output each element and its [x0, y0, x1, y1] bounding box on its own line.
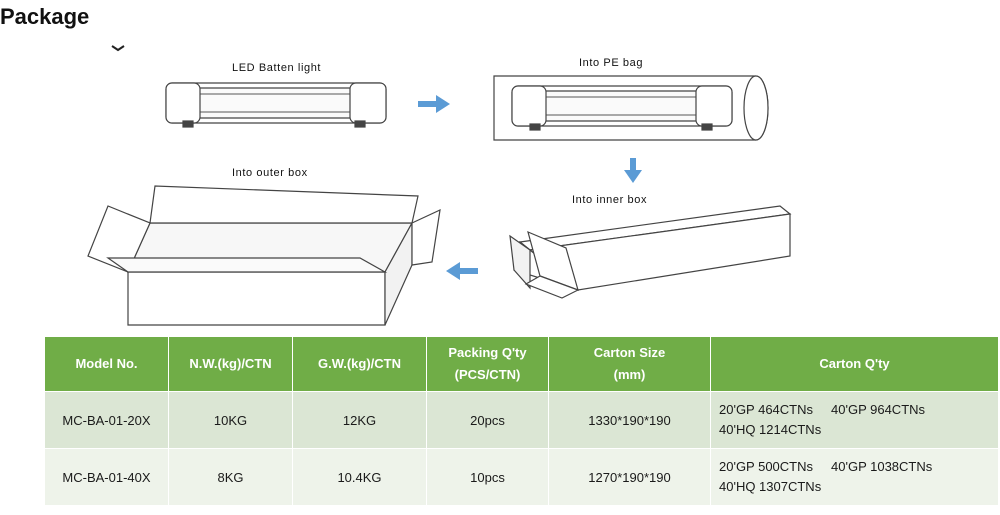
cell-gross-weight: 10.4KG [292, 448, 427, 506]
header-net-weight: N.W.(kg)/CTN [168, 336, 293, 392]
cell-carton-size: 1330*190*190 [548, 391, 711, 449]
label-outer-box: Into outer box [232, 167, 308, 179]
qty-40gp: 40'GP 1038CTNs [831, 459, 933, 474]
table-row: MC-BA-01-20X 10KG 12KG 20pcs 1330*190*19… [44, 391, 999, 449]
label-batten-light: LED Batten light [232, 62, 321, 74]
page-title: Package [0, 4, 90, 29]
cell-gross-weight: 12KG [292, 391, 427, 449]
qty-40gp: 40'GP 964CTNs [831, 402, 926, 417]
header-carton-qty: Carton Q'ty [710, 336, 999, 392]
outer-box-illustration [87, 185, 441, 326]
table-row: MC-BA-01-40X 8KG 10.4KG 10pcs 1270*190*1… [44, 448, 999, 506]
label-inner-box: Into inner box [572, 194, 647, 206]
arrow-left-icon [446, 262, 478, 280]
qty-20gp: 20'GP 500CTNs [719, 459, 814, 474]
carton-qty-line: 20'GP 464CTNs 40'GP 964CTNs [719, 400, 994, 420]
header-packing-qty-line1: Packing Q'ty [448, 345, 527, 360]
header-carton-size: Carton Size (mm) [548, 336, 711, 392]
arrow-right-icon [418, 95, 450, 113]
qty-20gp: 20'GP 464CTNs [719, 402, 814, 417]
header-packing-qty-line2: (PCS/CTN) [454, 367, 521, 382]
carton-qty-line: 20'GP 500CTNs 40'GP 1038CTNs [719, 457, 994, 477]
cropped-glyph [111, 45, 125, 52]
cell-model-no: MC-BA-01-20X [44, 391, 169, 449]
header-model-no: Model No. [44, 336, 169, 392]
table-header-row: Model No. N.W.(kg)/CTN G.W.(kg)/CTN Pack… [44, 336, 999, 392]
cell-model-no: MC-BA-01-40X [44, 448, 169, 506]
carton-qty-line: 40'HQ 1214CTNs [719, 420, 994, 440]
cell-net-weight: 8KG [168, 448, 293, 506]
cell-carton-size: 1270*190*190 [548, 448, 711, 506]
cell-carton-qty: 20'GP 464CTNs 40'GP 964CTNs 40'HQ 1214CTN… [710, 391, 999, 449]
packing-specification-table: Model No. N.W.(kg)/CTN G.W.(kg)/CTN Pack… [44, 336, 999, 506]
cell-net-weight: 10KG [168, 391, 293, 449]
header-gross-weight: G.W.(kg)/CTN [292, 336, 427, 392]
qty-40hq: 40'HQ 1307CTNs [719, 479, 822, 494]
cell-carton-qty: 20'GP 500CTNs 40'GP 1038CTNs 40'HQ 1307CT… [710, 448, 999, 506]
pe-bag-illustration [493, 75, 769, 141]
header-carton-size-line1: Carton Size [593, 345, 666, 360]
inner-box-illustration [509, 205, 792, 299]
cell-packing-qty: 10pcs [426, 448, 549, 506]
label-pe-bag: Into PE bag [579, 57, 643, 69]
batten-light-illustration [165, 82, 387, 128]
qty-40hq: 40'HQ 1214CTNs [719, 422, 822, 437]
packaging-process-diagram: LED Batten light Into PE bag Into inner [87, 45, 792, 326]
cell-packing-qty: 20pcs [426, 391, 549, 449]
carton-qty-line: 40'HQ 1307CTNs [719, 477, 994, 497]
header-packing-qty: Packing Q'ty (PCS/CTN) [426, 336, 549, 392]
arrow-down-icon [624, 158, 642, 183]
header-carton-size-line2: (mm) [613, 367, 646, 382]
